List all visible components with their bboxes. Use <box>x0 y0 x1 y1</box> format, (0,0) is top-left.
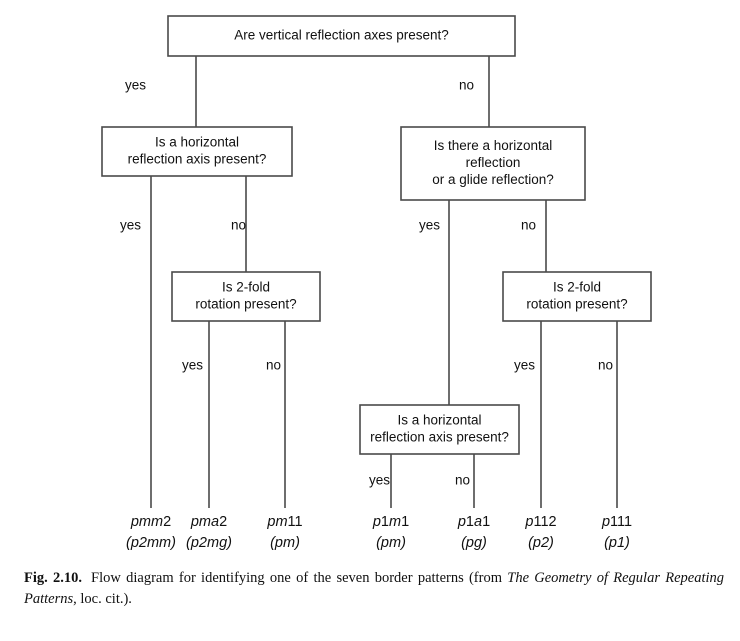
figure-caption: Fig. 2.10. Flow diagram for identifying o… <box>24 568 724 610</box>
terminal-p1m1-primary: p1m1 <box>372 514 409 530</box>
right-horizontal-or-glide-question-line-1: reflection <box>466 155 521 170</box>
left-two-fold-rotation-question-line-0: Is 2-fold <box>222 280 270 295</box>
terminal-p1a1-secondary: (pg) <box>461 535 487 551</box>
vertical-reflection-axes-question-line-0: Are vertical reflection axes present? <box>234 28 449 43</box>
vertical-reflection-axes-question-box <box>167 15 516 57</box>
edge-label-root-yes: yes <box>125 78 146 93</box>
middle-horizontal-reflection-question-line-0: Is a horizontal <box>397 413 481 428</box>
left-horizontal-reflection-question[interactable]: Is a horizontal reflection axis present? <box>101 126 293 177</box>
terminal-p112-secondary: (p2) <box>528 535 554 551</box>
terminal-pma2: pma2 (p2mg) <box>186 514 232 551</box>
terminal-p111: p111 (p1) <box>601 514 632 551</box>
edge-label-root-no: no <box>459 78 474 93</box>
right-horizontal-or-glide-question-line-0: Is there a horizontal <box>434 138 553 153</box>
terminal-pma2-secondary: (p2mg) <box>186 535 232 551</box>
terminal-p111-primary: p111 <box>601 514 632 530</box>
vertical-reflection-axes-question[interactable]: Are vertical reflection axes present? <box>167 15 516 57</box>
terminal-pma2-primary: pma2 <box>190 514 227 530</box>
connector-layer <box>150 56 618 508</box>
node-box-layer: Are vertical reflection axes present? Is … <box>101 15 652 455</box>
terminal-pmm2-primary: pmm2 <box>130 514 171 530</box>
right-two-fold-rotation-question[interactable]: Is 2-fold rotation present? <box>502 271 652 322</box>
terminal-p1a1-primary: p1a1 <box>457 514 490 530</box>
left-horizontal-reflection-question-line-0: Is a horizontal <box>155 135 239 150</box>
terminal-pmm2: pmm2 (p2mm) <box>126 514 176 551</box>
terminal-p1a1: p1a1 (pg) <box>457 514 490 551</box>
terminal-p111-secondary: (p1) <box>604 535 630 551</box>
left-horizontal-reflection-question-line-1: reflection axis present? <box>128 152 267 167</box>
edge-label-rightrot-no: no <box>598 358 613 373</box>
right-horizontal-or-glide-question[interactable]: Is there a horizontal reflection or a glid… <box>400 126 586 201</box>
terminal-p1m1: p1m1 (pm) <box>372 514 409 551</box>
edge-label-mid-no: no <box>455 473 470 488</box>
edge-label-right-yes: yes <box>419 218 440 233</box>
middle-horizontal-reflection-question-line-1: reflection axis present? <box>370 430 509 445</box>
flowchart-diagram: Are vertical reflection axes present? Is … <box>101 15 652 551</box>
caption-text-tail: , loc. cit.). <box>73 591 132 608</box>
terminal-label-layer: pmm2 (p2mm) pma2 (p2mg) pm11 (pm) p1m1 (pm) p1a1… <box>126 514 632 551</box>
edge-label-layer: yes no yes no yes no yes no yes no yes no <box>120 78 613 488</box>
edge-label-right-no: no <box>521 218 536 233</box>
left-horizontal-reflection-question-box <box>101 126 293 177</box>
edge-label-rightrot-yes: yes <box>514 358 535 373</box>
left-two-fold-rotation-question[interactable]: Is 2-fold rotation present? <box>171 271 321 322</box>
left-two-fold-rotation-question-box <box>171 271 321 322</box>
caption-text-lead: Flow diagram for identifying one of the … <box>91 570 508 586</box>
terminal-pm11: pm11 (pm) <box>266 514 302 551</box>
right-two-fold-rotation-question-line-1: rotation present? <box>526 297 627 312</box>
right-horizontal-or-glide-question-box <box>400 126 586 201</box>
middle-horizontal-reflection-question-box <box>359 404 520 455</box>
caption-cited-title: The Geometry of Regular Repeating Patter… <box>24 570 725 608</box>
terminal-p1m1-secondary: (pm) <box>376 535 406 551</box>
right-two-fold-rotation-question-line-0: Is 2-fold <box>553 280 601 295</box>
terminal-p112-primary: p112 <box>524 514 556 530</box>
caption-figure-number: Fig. 2.10. <box>24 570 83 586</box>
terminal-pm11-primary: pm11 <box>266 514 302 530</box>
terminal-pmm2-secondary: (p2mm) <box>126 535 176 551</box>
edge-label-leftrot-yes: yes <box>182 358 203 373</box>
left-two-fold-rotation-question-line-1: rotation present? <box>195 297 296 312</box>
right-two-fold-rotation-question-box <box>502 271 652 322</box>
edge-label-mid-yes: yes <box>369 473 390 488</box>
edge-label-left-yes: yes <box>120 218 141 233</box>
terminal-pm11-secondary: (pm) <box>270 535 300 551</box>
right-horizontal-or-glide-question-line-2: or a glide reflection? <box>432 172 554 187</box>
terminal-p112: p112 (p2) <box>524 514 556 551</box>
middle-horizontal-reflection-question[interactable]: Is a horizontal reflection axis present? <box>359 404 520 455</box>
edge-label-leftrot-no: no <box>266 358 281 373</box>
edge-label-left-no: no <box>231 218 246 233</box>
